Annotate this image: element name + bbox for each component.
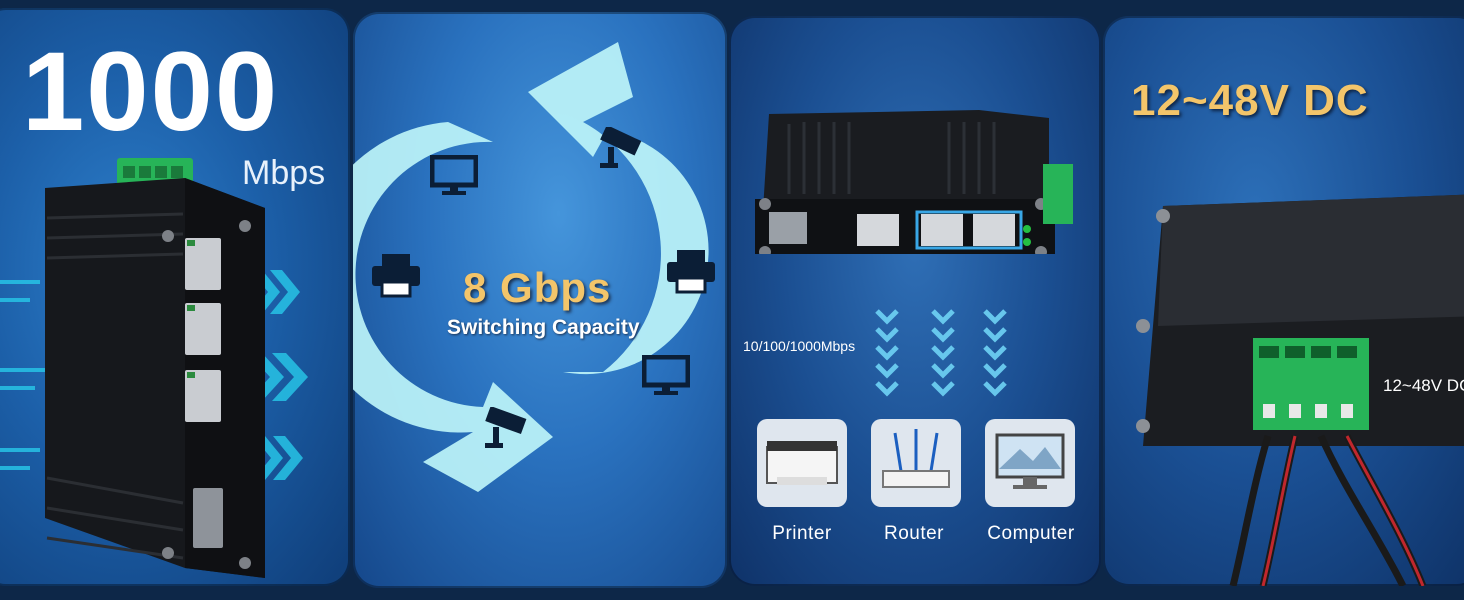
device-label-printer: Printer: [772, 523, 832, 544]
monitor-icon: [430, 155, 478, 195]
power-input-panel: 12~48V DC 12~48V DC: [1103, 16, 1464, 586]
computer-device-image: [985, 419, 1075, 507]
switch-front-image: [755, 110, 1073, 254]
monitor-icon: [642, 355, 690, 395]
speed-panel: 1000 Mbps: [0, 8, 350, 586]
voltage-title: 12~48V DC: [1131, 76, 1369, 125]
printer-device-image: [757, 419, 847, 507]
speed-value: 1000: [22, 29, 280, 154]
camera-icon: [485, 407, 527, 448]
switching-capacity-panel: 8 Gbps Switching Capacity: [353, 12, 727, 588]
router-device-image: [871, 419, 961, 507]
camera-icon: [600, 127, 642, 168]
ethernet-switch-image: [45, 158, 265, 578]
downward-arrows-icon: [875, 309, 1007, 397]
port-rate-label: 10/100/1000Mbps: [743, 338, 856, 354]
terminal-voltage-label: 12~48V DC: [1383, 376, 1464, 395]
throughput-value: 8 Gbps: [463, 264, 612, 311]
power-terminal-image: [1136, 194, 1464, 586]
device-label-computer: Computer: [987, 523, 1075, 544]
device-label-router: Router: [883, 523, 945, 544]
cycle-arrows-icon: [353, 42, 709, 492]
printer-icon: [667, 250, 715, 294]
chevron-arrows-icon: [0, 270, 308, 480]
connectivity-panel: 10/100/1000Mbps Printer Router Computer: [729, 16, 1101, 586]
printer-icon: [372, 254, 420, 298]
speed-unit: Mbps: [242, 154, 326, 192]
throughput-subtitle: Switching Capacity: [447, 316, 640, 339]
